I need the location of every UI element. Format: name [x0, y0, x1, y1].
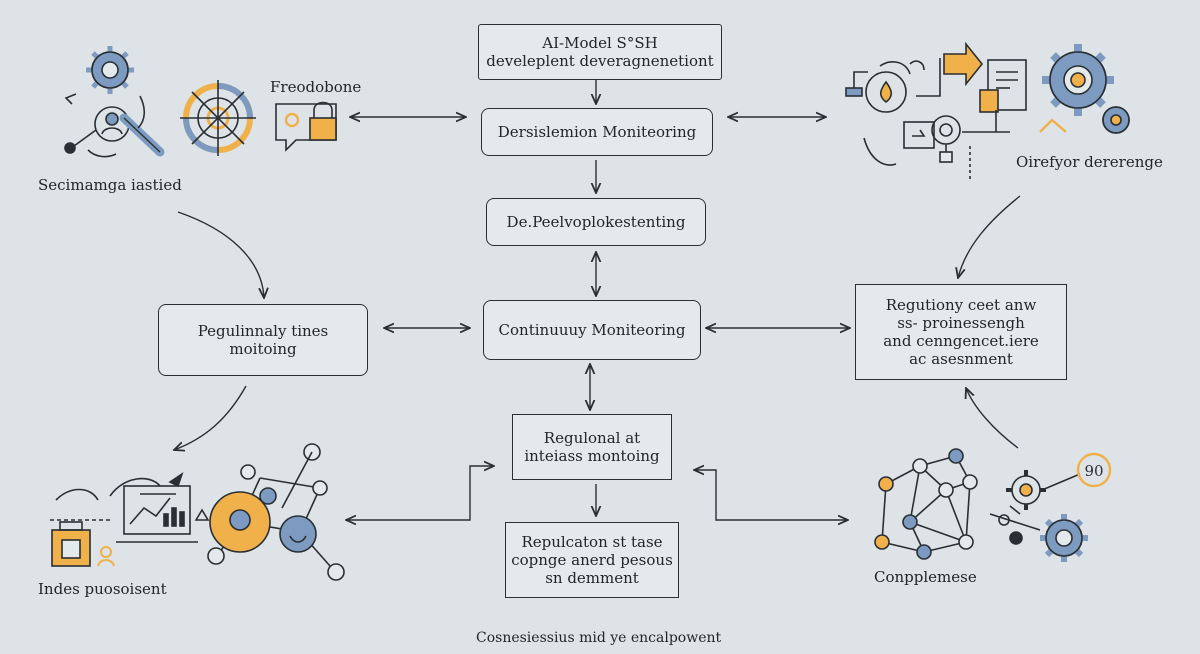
node-left: Pegulinnaly tines moitoing [158, 304, 368, 376]
gear-icon [1042, 44, 1114, 116]
target-icon [180, 80, 256, 156]
gear-icon [1102, 106, 1130, 134]
node-monitoring2: De.Peelvoplokestenting [486, 198, 706, 246]
magnifier-icon [931, 115, 961, 163]
caption-top-left: Secimamga iastied [38, 176, 182, 194]
node-regional: Regulonal at inteiass montoing [512, 414, 672, 480]
user-icon [97, 546, 115, 567]
node-continuous-text: Continuuuy Moniteoring [498, 321, 686, 339]
caption-top-left-icon: Freodobone [270, 78, 362, 96]
node-monitoring1: Dersislemion Moniteoring [481, 108, 713, 156]
badge-icon: 90 [1076, 452, 1112, 488]
cluster-top-right [845, 41, 1130, 180]
connectors [174, 80, 1021, 520]
caption-top-right: Oirefyor dererenge [1016, 153, 1163, 171]
node-regional-line1: Regulonal at [543, 429, 641, 447]
padlock-icon [309, 101, 337, 141]
network-icon [207, 443, 345, 581]
speech-bubble-icon [275, 103, 337, 152]
node-right-line3: and cenngencet.iere [883, 332, 1039, 350]
node-bottom-line1: Repulcaton st tase [521, 533, 663, 551]
arrow-curve-topleft [177, 211, 264, 298]
network-icon [874, 448, 978, 560]
cluster-bottom-right: 90 [874, 448, 1112, 562]
gear-icon [1006, 470, 1046, 510]
document-icon [979, 59, 1027, 113]
cluster-top-left [64, 46, 337, 158]
arrow-curve-topright [958, 195, 1021, 278]
node-left-line2: moitoing [229, 340, 297, 358]
node-top: AI-Model S°SH develeplent deveragnenetio… [478, 24, 722, 80]
wrench-icon [119, 113, 165, 157]
footer-caption: Cosnesiessius mid ye encalpowent [476, 630, 722, 646]
badge-text: 90 [1084, 462, 1103, 480]
node-bottom-line3: sn demment [545, 569, 639, 587]
node-bottom-line2: copnge anerd pesous [511, 551, 673, 569]
arrow-bottom-left-elbow [346, 466, 494, 520]
node-top-line2: develeplent deveragnenetiont [486, 52, 714, 70]
arrow-curve-bottomleft [174, 385, 247, 450]
caption-bottom-right: Conpplemese [874, 568, 977, 586]
node-regional-line2: inteiass montoing [524, 447, 660, 465]
arrow-curve-bottomright [966, 388, 1019, 449]
node-top-line1: AI-Model S°SH [542, 34, 658, 52]
node-right-line4: ac asesnment [909, 350, 1013, 368]
node-right: Regutiony ceet anw ss- proinessengh and … [855, 284, 1067, 380]
gear-icon [86, 46, 134, 94]
briefcase-icon [51, 521, 91, 567]
node-right-line2: ss- proinessengh [897, 314, 1025, 332]
monitor-chart-icon [116, 485, 198, 543]
node-bottom: Repulcaton st tase copnge anerd pesous s… [505, 522, 679, 598]
flag-icon [943, 41, 984, 87]
cluster-bottom-left [50, 443, 345, 581]
node-monitoring1-text: Dersislemion Moniteoring [497, 123, 697, 141]
node-continuous: Continuuuy Moniteoring [483, 300, 701, 360]
droplet-icon [865, 61, 911, 113]
node-monitoring2-text: De.Peelvoplokestenting [506, 213, 686, 231]
node-left-line1: Pegulinnaly tines [197, 322, 329, 340]
node-right-line1: Regutiony ceet anw [885, 296, 1037, 314]
arrow-bottom-right-elbow [694, 470, 848, 520]
gear-icon [1040, 514, 1088, 562]
caption-bottom-left: Indes puosoisent [38, 580, 167, 598]
